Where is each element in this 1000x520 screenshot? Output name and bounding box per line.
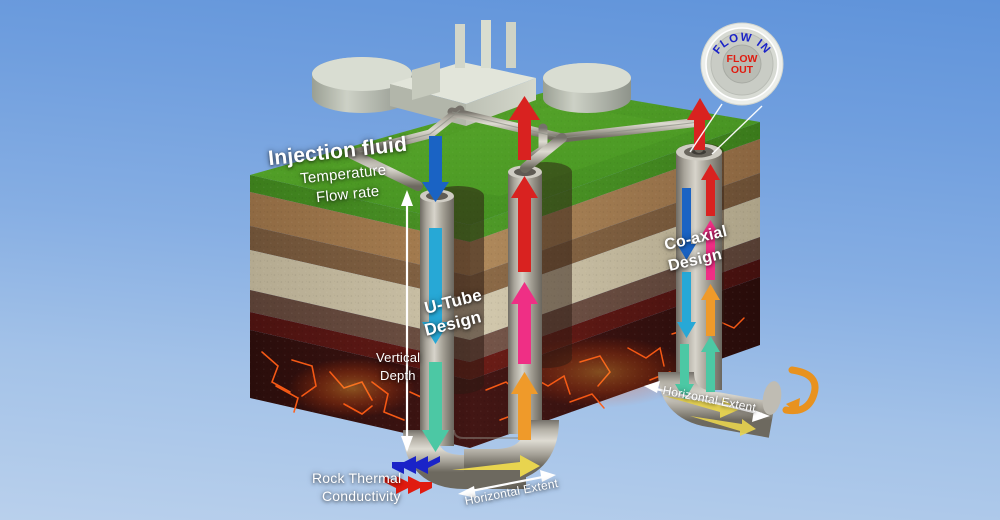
arrow-coaxial-up-warm <box>701 336 720 392</box>
production-flow-arrows <box>509 96 540 440</box>
arrow-coaxial-up-hot1 <box>701 284 720 336</box>
storage-tank-left <box>312 57 412 113</box>
smokestack-1 <box>455 24 465 68</box>
injection-flow-arrows <box>422 136 540 477</box>
arrow-coaxial-down-warm <box>675 344 694 400</box>
arrow-injection-cold <box>422 136 449 202</box>
vertical-depth-arrow <box>401 190 413 452</box>
arrow-production-surface <box>509 96 540 160</box>
arrow-utube-bottom-hot <box>452 455 540 477</box>
arrow-injection-warm <box>422 362 449 452</box>
label-rock-thermal-conductivity-line2: Conductivity <box>322 488 401 504</box>
label-rock-thermal-conductivity-line1: Rock Thermal <box>312 470 402 486</box>
flow-out-label-line1: FLOW <box>727 53 758 65</box>
surface-plant <box>312 20 705 191</box>
label-vertical-depth-line2: Depth <box>380 368 416 383</box>
arrow-coaxial-down-cold <box>677 188 696 260</box>
flow-out-core <box>722 44 762 84</box>
arrow-coaxial-up-hot2 <box>701 220 720 280</box>
smokestack-2 <box>481 20 491 68</box>
storage-tank-right <box>543 63 631 113</box>
flow-out-label-line2: OUT <box>731 64 754 76</box>
label-vertical-depth-line1: Vertical <box>376 350 421 365</box>
injection-pipe <box>347 149 423 191</box>
arrow-production-hot2 <box>511 282 538 364</box>
callout-leader-lines <box>689 103 763 155</box>
arrow-coaxial-up-hot3 <box>701 164 720 216</box>
coaxial-flow-arrows <box>664 98 819 436</box>
smokestack-3 <box>506 22 516 68</box>
rock-thermal-conductivity-chevrons <box>384 456 440 494</box>
horizontal-extent-arrow-utube <box>458 470 556 498</box>
arrow-production-hot3 <box>511 176 538 272</box>
horizontal-extent-arrow-coaxial <box>644 381 770 422</box>
arrow-injection-cool <box>422 228 449 344</box>
cold-chevrons <box>392 456 440 474</box>
flow-callout: FLOW IN FLOW OUT <box>700 22 784 106</box>
arrow-coaxial-lateral <box>664 396 756 436</box>
arrow-production-warm <box>511 372 538 440</box>
hot-chevrons <box>384 476 432 494</box>
arrow-coaxial-wellhead-out <box>687 98 713 150</box>
production-pipe <box>520 133 567 173</box>
arrow-coaxial-down-cool <box>677 272 696 338</box>
geology-block <box>250 88 760 448</box>
